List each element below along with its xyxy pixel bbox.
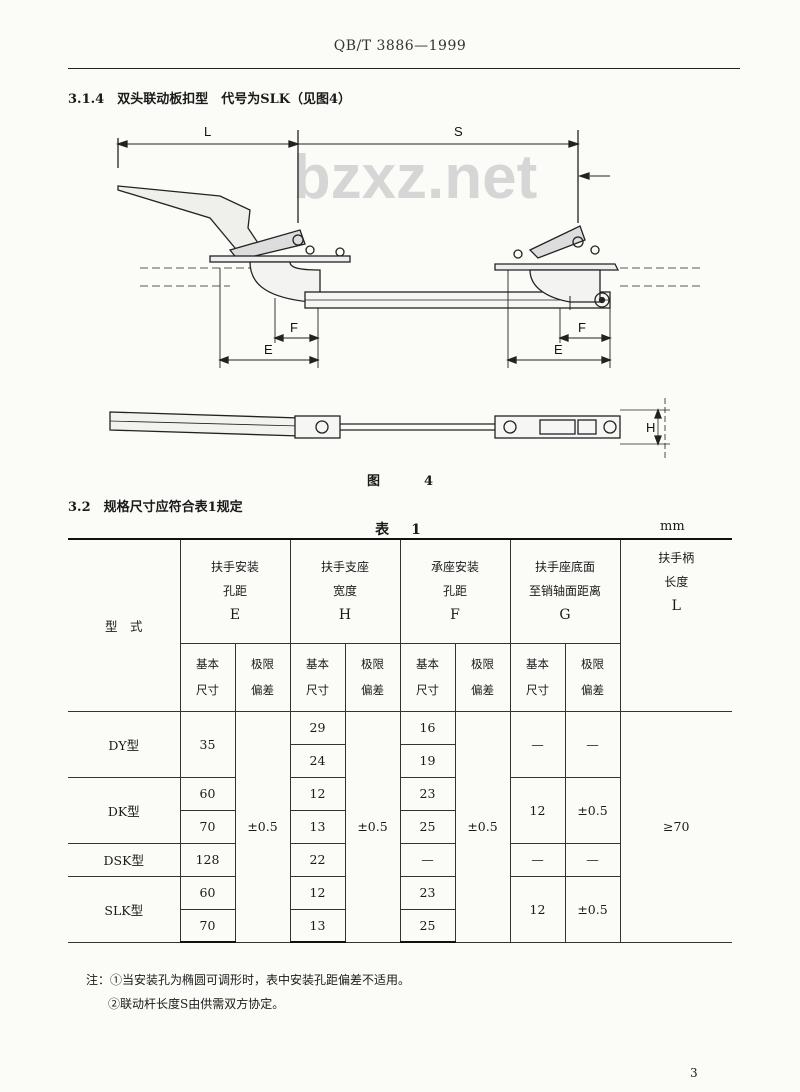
sub-e-basic: 基本尺寸 xyxy=(179,642,236,712)
g-dk-basic: 12 xyxy=(509,776,566,844)
f-row6: 23 xyxy=(399,875,456,910)
table-title: 表 1 xyxy=(375,522,425,538)
dim-label-E-right: E xyxy=(554,342,563,357)
table-notes: 注：①当安装孔为椭圆可调形时，表中安装孔距偏差不适用。 ②联动杆长度S由供需双方… xyxy=(86,968,410,1016)
g-slk-tol: ±0.5 xyxy=(564,875,621,943)
sub-h-tol: 极限偏差 xyxy=(344,642,401,712)
h-row1: 29 xyxy=(289,710,346,745)
dim-label-F-right: F xyxy=(578,320,586,335)
g-dsk-basic: — xyxy=(509,842,566,877)
figure-caption-label: 图 xyxy=(366,474,380,489)
h-row6: 12 xyxy=(289,875,346,910)
l-value: ≥70 xyxy=(619,710,732,943)
g-dy-basic: — xyxy=(509,710,566,778)
sub-f-tol: 极限偏差 xyxy=(454,642,511,712)
f-row7: 25 xyxy=(399,908,456,943)
f-row3: 23 xyxy=(399,776,456,811)
sub-e-tol: 极限偏差 xyxy=(234,642,291,712)
table-unit: mm xyxy=(660,519,685,534)
e-dsk: 128 xyxy=(179,842,236,877)
type-dsk: DSK型 xyxy=(68,842,181,877)
standard-code: QB/T 3886—1999 xyxy=(333,38,467,54)
type-slk: SLK型 xyxy=(68,875,181,943)
h-tol: ±0.5 xyxy=(344,710,401,943)
note-2: ②联动杆长度S由供需双方协定。 xyxy=(108,997,285,1011)
figure-caption-number: 4 xyxy=(423,474,434,489)
e-dy: 35 xyxy=(179,710,236,778)
sub-f-basic: 基本尺寸 xyxy=(399,642,456,712)
type-dy: DY型 xyxy=(68,710,181,778)
e-slk1: 60 xyxy=(179,875,236,910)
f-row5: — xyxy=(399,842,456,877)
figure-4-drawing: bzxz.net xyxy=(109,124,700,458)
g-dy-tol: — xyxy=(564,710,621,778)
h-row3: 12 xyxy=(289,776,346,811)
e-dk1: 60 xyxy=(179,776,236,811)
f-row2: 19 xyxy=(399,743,456,778)
watermark: bzxz.net xyxy=(293,143,538,212)
e-slk2: 70 xyxy=(179,908,236,943)
dim-label-F-left: F xyxy=(290,320,298,335)
section-heading-3-2: 3.2 规格尺寸应符合表1规定 xyxy=(68,500,243,515)
header-type: 型 式 xyxy=(68,538,181,712)
type-dk: DK型 xyxy=(68,776,181,844)
dim-label-S: S xyxy=(454,124,463,139)
section-heading-3-1-4: 3.1.4 双头联动板扣型 代号为SLK（见图4） xyxy=(68,92,352,107)
h-row4: 13 xyxy=(289,809,346,844)
sub-g-tol: 极限偏差 xyxy=(564,642,621,712)
h-row5: 22 xyxy=(289,842,346,877)
f-row4: 25 xyxy=(399,809,456,844)
sub-h-basic: 基本尺寸 xyxy=(289,642,346,712)
g-slk-basic: 12 xyxy=(509,875,566,943)
f-tol: ±0.5 xyxy=(454,710,511,943)
header-rule xyxy=(68,68,740,69)
f-row1: 16 xyxy=(399,710,456,745)
e-dk2: 70 xyxy=(179,809,236,844)
sub-g-basic: 基本尺寸 xyxy=(509,642,566,712)
dim-label-E-left: E xyxy=(264,342,273,357)
e-tol: ±0.5 xyxy=(234,710,291,943)
g-dsk-tol: — xyxy=(564,842,621,877)
h-row7: 13 xyxy=(289,908,346,943)
dim-label-L: L xyxy=(204,124,211,139)
dim-label-H: H xyxy=(646,420,655,435)
note-1: 注：①当安装孔为椭圆可调形时，表中安装孔距偏差不适用。 xyxy=(86,973,411,987)
h-row2: 24 xyxy=(289,743,346,778)
page-number: 3 xyxy=(690,1066,698,1080)
g-dk-tol: ±0.5 xyxy=(564,776,621,844)
